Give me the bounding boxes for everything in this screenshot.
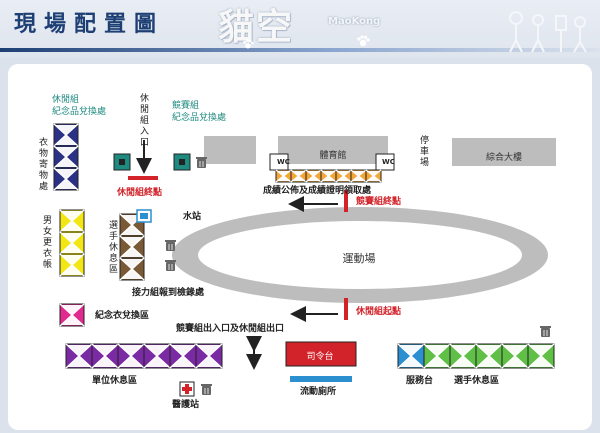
mobile-toilet-bar	[290, 376, 352, 382]
water-station-label: 水站	[183, 212, 202, 222]
title-rule	[0, 48, 600, 52]
command-stage	[285, 341, 357, 367]
parking-label: 停車場	[419, 136, 429, 168]
baggage-label: 衣物寄物處	[38, 138, 48, 192]
gym-building	[278, 136, 388, 164]
race-exchange-label: 競賽組 紀念品兌換處	[172, 101, 227, 123]
stadium-label: 運動場	[342, 252, 376, 265]
trash-icon	[202, 386, 211, 395]
rest-finish-bar	[128, 176, 158, 180]
track-inner	[198, 221, 522, 289]
gym-label: 體育館	[319, 151, 347, 161]
rest-entrance-label: 休閒組入口	[139, 94, 149, 148]
paw-icon	[243, 39, 254, 49]
logo-subtitle: MaoKong	[328, 16, 381, 27]
venue-map-graphic	[53, 123, 556, 397]
mobile-toilet-label: 流動廁所	[300, 387, 337, 397]
first-aid-label: 醫護站	[172, 400, 200, 410]
wc-right-label: WC	[382, 158, 395, 166]
trash-icon	[197, 159, 206, 168]
race-finish-bar	[344, 190, 348, 212]
results-office-label: 成績公佈及成績證明領取處	[263, 186, 372, 196]
command-label: 司令台	[306, 352, 334, 362]
rest-exchange-label: 休閒組 紀念品兌換處	[52, 95, 107, 117]
race-rest-exit-label: 競賽組出入口及休閒組出口	[176, 324, 285, 334]
changing-tent-label: 男女更衣帳	[42, 216, 52, 270]
race-finish-label: 競賽組終點	[356, 197, 402, 207]
paw-icon	[357, 35, 370, 47]
shirt-exchange-label: 紀念衣兌換區	[95, 311, 150, 321]
unit-rest-label: 單位休息區	[92, 376, 138, 386]
athlete-rest-right-label: 選手休息區	[454, 376, 500, 386]
building-block	[204, 136, 256, 164]
relay-check-label: 接力組報到檢錄處	[132, 288, 205, 298]
decorative-figures-icon	[509, 11, 587, 53]
complex-building	[452, 138, 556, 166]
complex-label: 綜合大樓	[485, 153, 522, 163]
venue-map: 休閒組 紀念品兌換處 休閒組入口 競賽組 紀念品兌換處 衣物寄物處 休閒組終點 …	[8, 64, 592, 430]
wc-left-label: WC	[277, 158, 290, 166]
trash-icon	[541, 328, 550, 337]
trash-icon	[166, 262, 175, 271]
rest-start-label: 休閒組起點	[356, 307, 402, 317]
athlete-rest-left-label: 選手休息區	[108, 221, 118, 275]
wc-right	[375, 153, 395, 171]
page-title: 現場配置圖	[14, 12, 165, 37]
rest-start-bar	[344, 298, 348, 320]
trash-icon	[166, 242, 175, 251]
logo: 貓空	[218, 6, 295, 48]
service-desk-label: 服務台	[406, 376, 434, 386]
rest-finish-label: 休閒組終點	[117, 188, 163, 198]
